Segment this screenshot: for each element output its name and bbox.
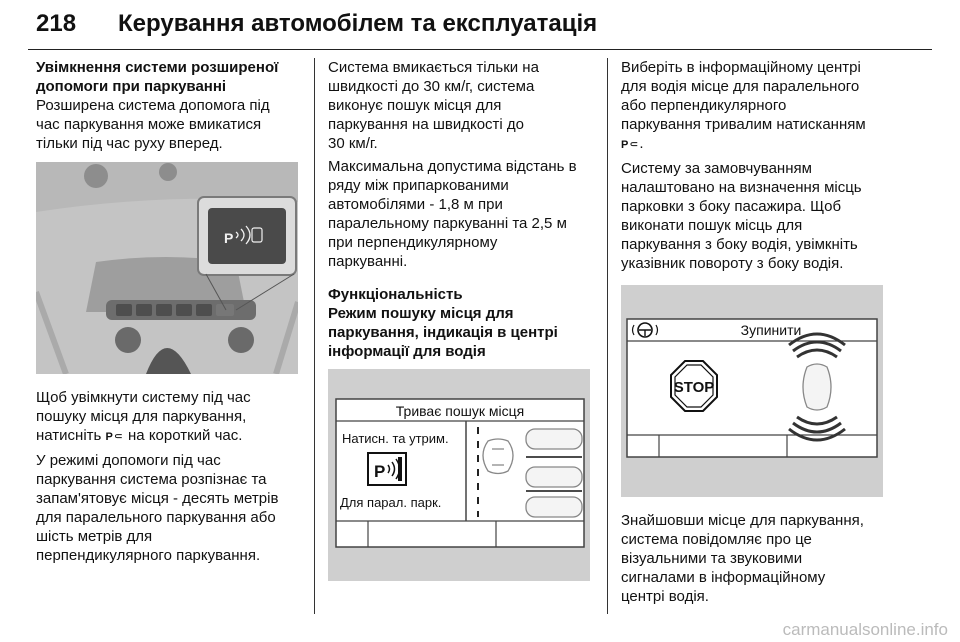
- search-display-illustration: P Триває пошук місця Натисн. та утрим. Д…: [328, 369, 590, 581]
- paragraph: У режимі допомоги під час паркування сис…: [36, 452, 279, 564]
- paragraph: Щоб увімкнути систему під час пошуку міс…: [36, 388, 298, 447]
- column-divider: [607, 58, 608, 614]
- display-mode: Для парал. парк.: [340, 495, 441, 510]
- paragraph: Систему за замовчуванням налаштовано на …: [621, 160, 862, 272]
- display-title: Зупинити: [741, 322, 802, 338]
- stop-display-illustration: STOP Зупинити: [621, 285, 883, 497]
- column-divider: [314, 58, 315, 614]
- page-number: 218: [36, 10, 77, 37]
- parking-assist-icon: P⸦: [621, 139, 640, 151]
- stop-sign-label: STOP: [674, 379, 715, 396]
- svg-text:P: P: [374, 462, 385, 481]
- section-heading: Функціональність: [328, 286, 463, 303]
- display-title: Триває пошук місця: [396, 403, 524, 419]
- watermark: carmanualsonline.info: [782, 620, 948, 639]
- chapter-title: Керування автомобілем та експлуатація: [118, 10, 598, 37]
- paragraph: Знайшовши місце для паркування, система …: [621, 512, 864, 605]
- paragraph: Система вмикається тільки на швидкості д…: [328, 59, 539, 152]
- display-instruction: Натисн. та утрим.: [342, 431, 449, 446]
- paragraph: Виберіть в інформаційному центрі для вод…: [621, 58, 893, 155]
- column-1: Увімкнення системи розширеної допомоги п…: [36, 58, 298, 569]
- paragraph: Максимальна допустима відстань в ряду мі…: [328, 158, 577, 270]
- svg-text:P: P: [224, 230, 233, 246]
- parking-assist-icon: P⸦: [105, 431, 124, 443]
- steering-wheel-icon: [637, 322, 653, 338]
- subsection-heading: Режим пошуку місця для паркування, індик…: [328, 305, 558, 360]
- console-photo: P: [36, 162, 298, 374]
- paragraph: Розширена система допомога під час парку…: [36, 97, 270, 152]
- column-3: Виберіть в інформаційному центрі для вод…: [621, 58, 893, 610]
- page-header: 218 Керування автомобілем та експлуатаці…: [28, 4, 932, 50]
- section-heading: Увімкнення системи розширеної допомоги п…: [36, 59, 279, 95]
- column-2: Система вмикається тільки на швидкості д…: [328, 58, 600, 593]
